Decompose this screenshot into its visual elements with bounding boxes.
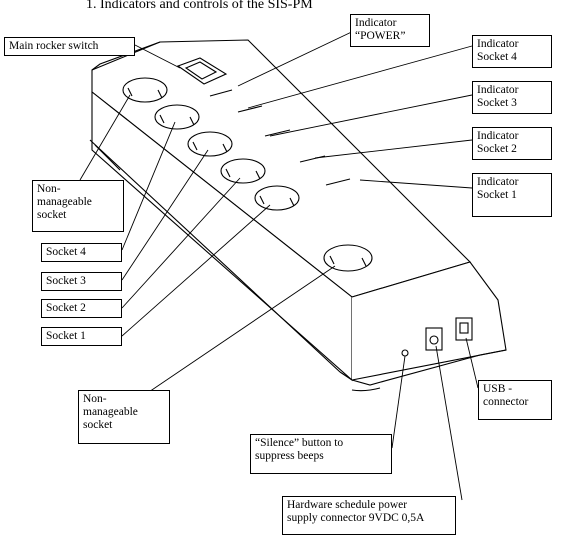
socket-outlets [122,77,373,272]
rocker-switch [176,57,228,85]
label-socket-2: Socket 2 [41,299,122,318]
strip-base-rim [89,139,353,381]
leader-lines [79,27,479,501]
label-indicator-socket-4: Indicator Socket 4 [472,35,552,68]
label-non-manageable-socket-bottom: Non- manageable socket [78,390,170,444]
page-heading: 1. Indicators and controls of the SIS-PM [86,0,313,12]
strip-right-face [351,261,507,381]
label-silence-button: “Silence” button to suppress beeps [250,434,392,474]
strip-bottom-flange [94,144,381,392]
usb-port [455,317,473,341]
label-hardware-schedule-connector: Hardware schedule power supply connector… [282,496,456,535]
label-indicator-socket-3: Indicator Socket 3 [472,81,552,114]
strip-left-end [91,41,161,71]
label-indicator-socket-1: Indicator Socket 1 [472,173,552,217]
label-socket-4: Socket 4 [41,243,122,262]
power-connector-port [425,327,443,351]
rocker-switch-face [184,61,218,80]
label-indicator-power: Indicator “POWER” [350,14,430,47]
label-socket-1: Socket 1 [41,327,122,346]
strip-end-cap [351,349,507,386]
label-main-rocker-switch: Main rocker switch [4,37,135,56]
label-socket-3: Socket 3 [41,272,122,291]
label-usb-connector: USB - connector [478,380,552,420]
label-indicator-socket-2: Indicator Socket 2 [472,127,552,160]
label-non-manageable-socket-top: Non- manageable socket [32,180,124,232]
